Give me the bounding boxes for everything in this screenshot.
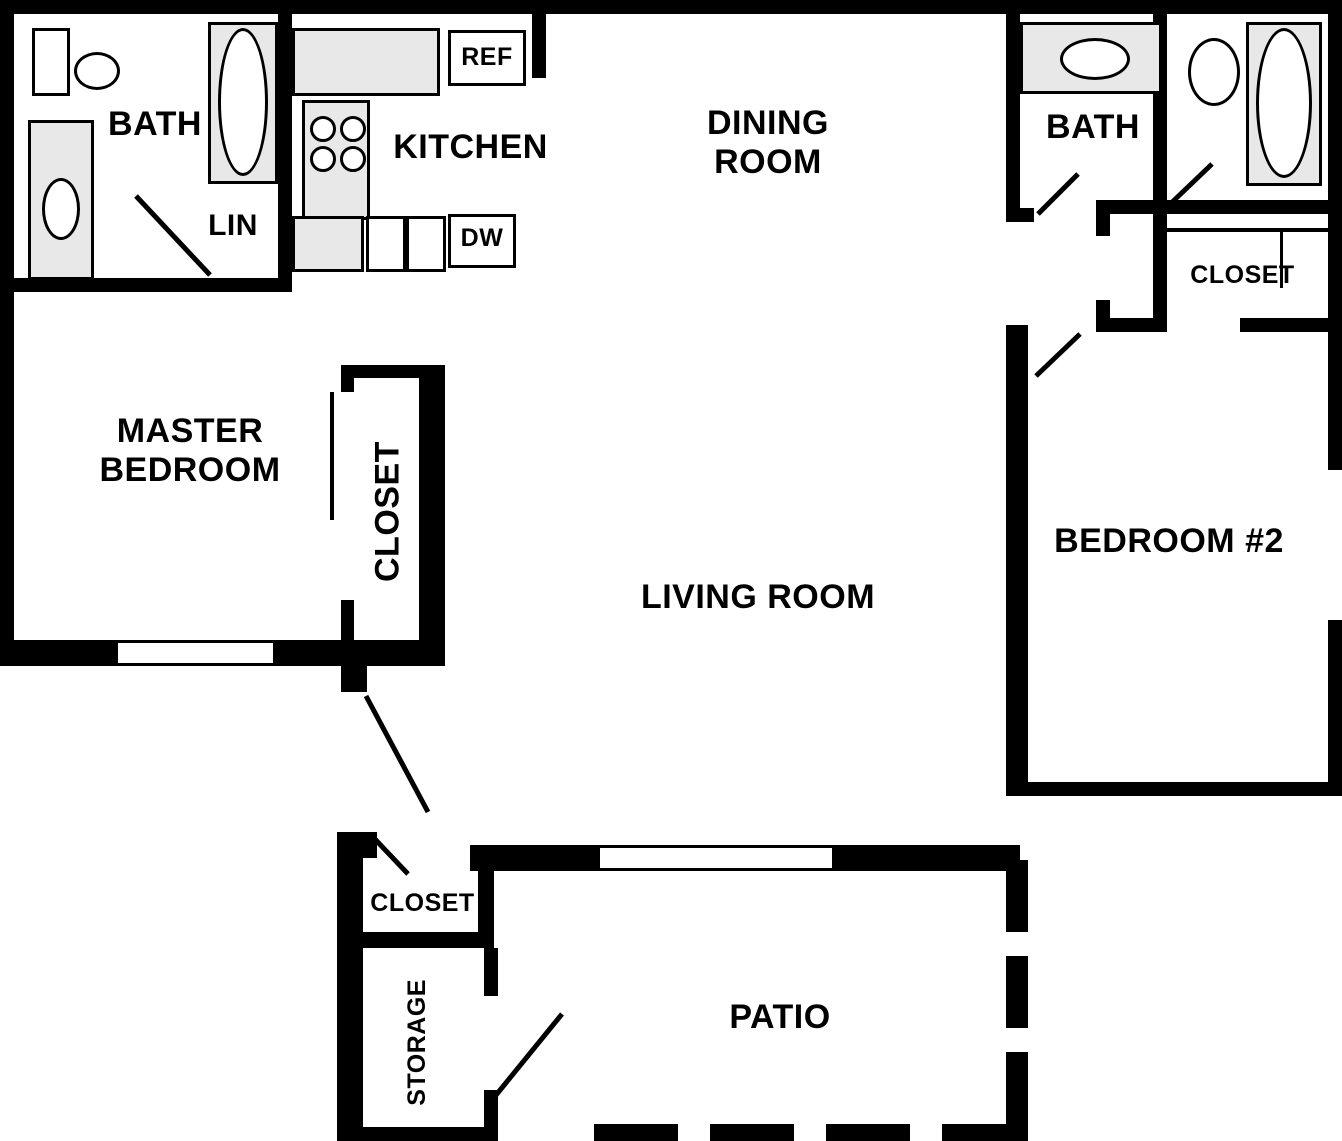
wall-closet-bath2-bottom [1096,318,1167,332]
closet-bath2-shelf [1167,228,1342,232]
bath1-toilet-bowl [42,178,80,240]
kitchen-sink-left [366,216,406,272]
kitchen-base-cabinet [292,216,364,272]
door-master-closet [363,694,431,814]
wall-closet-bath2-left [1153,200,1167,330]
wall-closet-master-jamb [341,600,354,665]
wall-top-left [0,0,292,14]
wall-closet-master-right [419,365,445,665]
wall-bath1-right [278,0,292,292]
slider-living-patio [600,845,832,871]
wall-storage-bottom [337,1127,498,1141]
wall-kitchen-right [520,0,534,14]
room-label-kitchen: KITCHEN [393,128,548,166]
bath1-bathtub-basin [218,28,268,176]
patio-rail-bottom-4 [942,1124,1028,1141]
wall-right-bedroom2-b [1328,620,1342,795]
wall-kitchen-ref-post [532,14,546,78]
closet-master-shelf [330,392,334,520]
range-burner-4 [340,146,366,172]
patio-rail-right-2 [1006,956,1028,1028]
wall-top-mid [292,0,1342,14]
bath1-sink-counter [32,28,70,96]
room-label-master-bedroom: MASTER BEDROOM [99,412,281,490]
kitchen-upper-counter [292,28,440,96]
wall-closet-master-top [341,365,445,378]
bath2-vanity-basin [1060,38,1130,80]
wall-patio-closet-corner [337,832,377,858]
room-label-bath-1: BATH [108,105,202,143]
kitchen-refrigerator [448,30,526,86]
bath2-bathtub-basin [1256,28,1312,178]
door-storage [490,1012,564,1102]
kitchen-dishwasher [448,214,516,268]
wall-bedroom2-left [1006,325,1028,795]
kitchen-sink-right [406,216,446,272]
wall-patio-closet-right [478,845,494,945]
patio-rail-bottom-3 [826,1124,910,1141]
appliance-label-dishwasher: DW [460,224,504,252]
wall-closet-bath2-top [1167,200,1342,214]
wall-master-bottom-left [0,640,118,666]
room-label-closet-patio: CLOSET [370,889,475,917]
wall-bath2-bottom [1096,200,1167,214]
patio-rail-bottom-2 [710,1124,794,1141]
window-master-bedroom [118,640,273,666]
wall-hall-jamb-a [1096,200,1110,236]
patio-rail-right-3 [1006,1052,1028,1128]
patio-rail-bottom-1 [594,1124,678,1141]
door-closet-bath2 [1164,162,1214,210]
bath1-sink-basin [74,52,120,90]
window-bedroom2 [1328,470,1342,620]
wall-bath2-left-upper [1006,0,1020,208]
wall-bath2-bottom-left [1006,208,1034,222]
wall-closet-storage-divider [363,932,494,948]
room-label-patio: PATIO [729,998,831,1036]
door-patio-closet [370,834,410,876]
room-label-storage: STORAGE [403,979,432,1106]
appliance-label-refrigerator: REF [461,43,513,71]
wall-closet-master-doorpost [341,666,367,692]
range-burner-3 [310,146,336,172]
wall-closet-bath2-bottom-right [1240,318,1342,332]
range-burner-2 [340,116,366,142]
wall-patio-closet-left [337,832,363,1141]
wall-bath1-bottom [0,278,292,292]
room-label-living-room: LIVING ROOM [640,578,876,616]
closet-bath2-divider [1280,228,1283,288]
wall-storage-right-a [484,948,498,996]
wall-right-bedroom2-a [1328,460,1342,470]
room-label-closet-master: CLOSET [368,441,407,582]
patio-rail-right-1 [1006,860,1028,932]
door-bedroom2 [1034,332,1082,378]
bath2-toilet-bowl [1188,38,1240,106]
room-label-dining-room: DINING ROOM [707,104,829,182]
door-bath2 [1036,172,1080,216]
wall-left-master [0,278,14,653]
room-label-linen: LIN [208,209,258,242]
wall-living-bottom-right [832,845,1020,871]
range-burner-1 [310,116,336,142]
wall-bedroom2-bottom [1006,782,1342,796]
room-label-bedroom-2: BEDROOM #2 [1054,522,1284,560]
wall-master-bottom-right [273,640,445,666]
wall-left-upper [0,0,14,292]
room-label-closet-bath-2: CLOSET [1190,261,1295,289]
door-bath1 [134,194,212,277]
room-label-bath-2: BATH [1046,108,1140,146]
wall-closet-master-left [341,365,354,392]
